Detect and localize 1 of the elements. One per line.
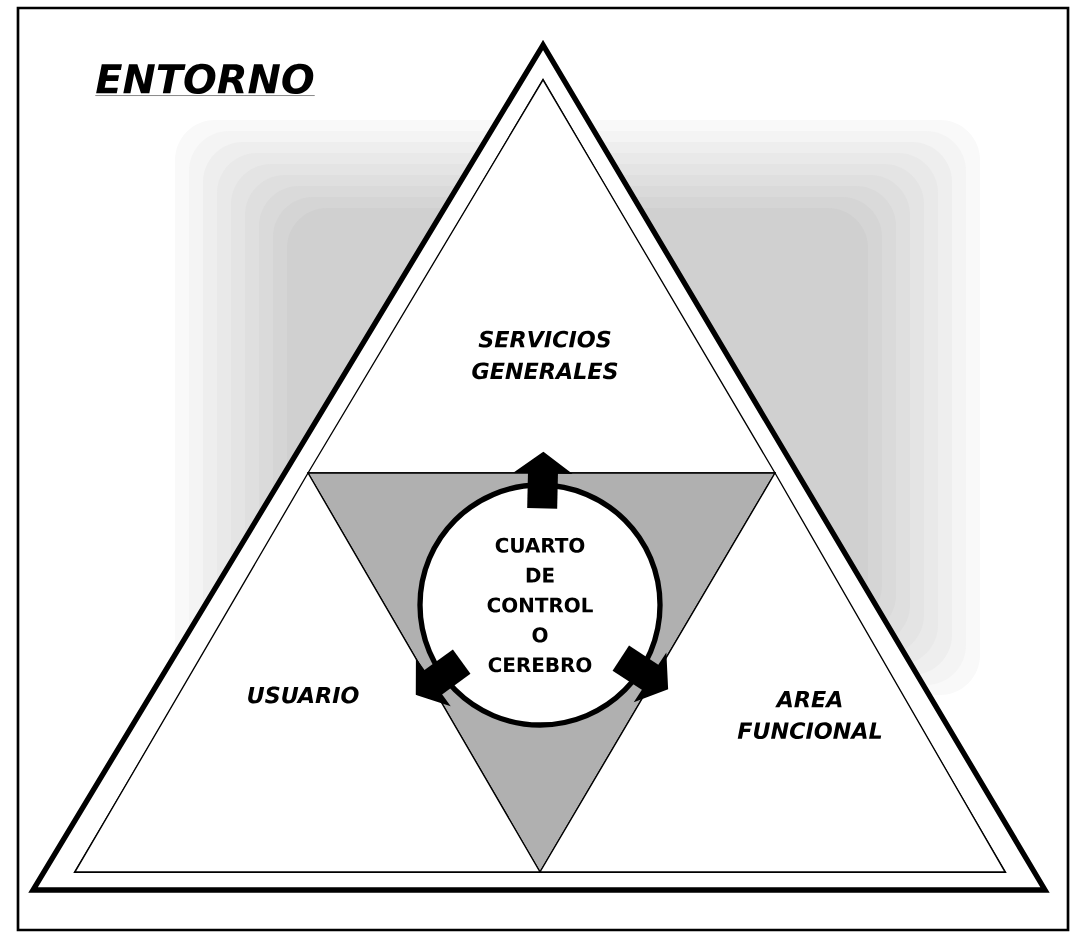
arrow [415,649,471,707]
